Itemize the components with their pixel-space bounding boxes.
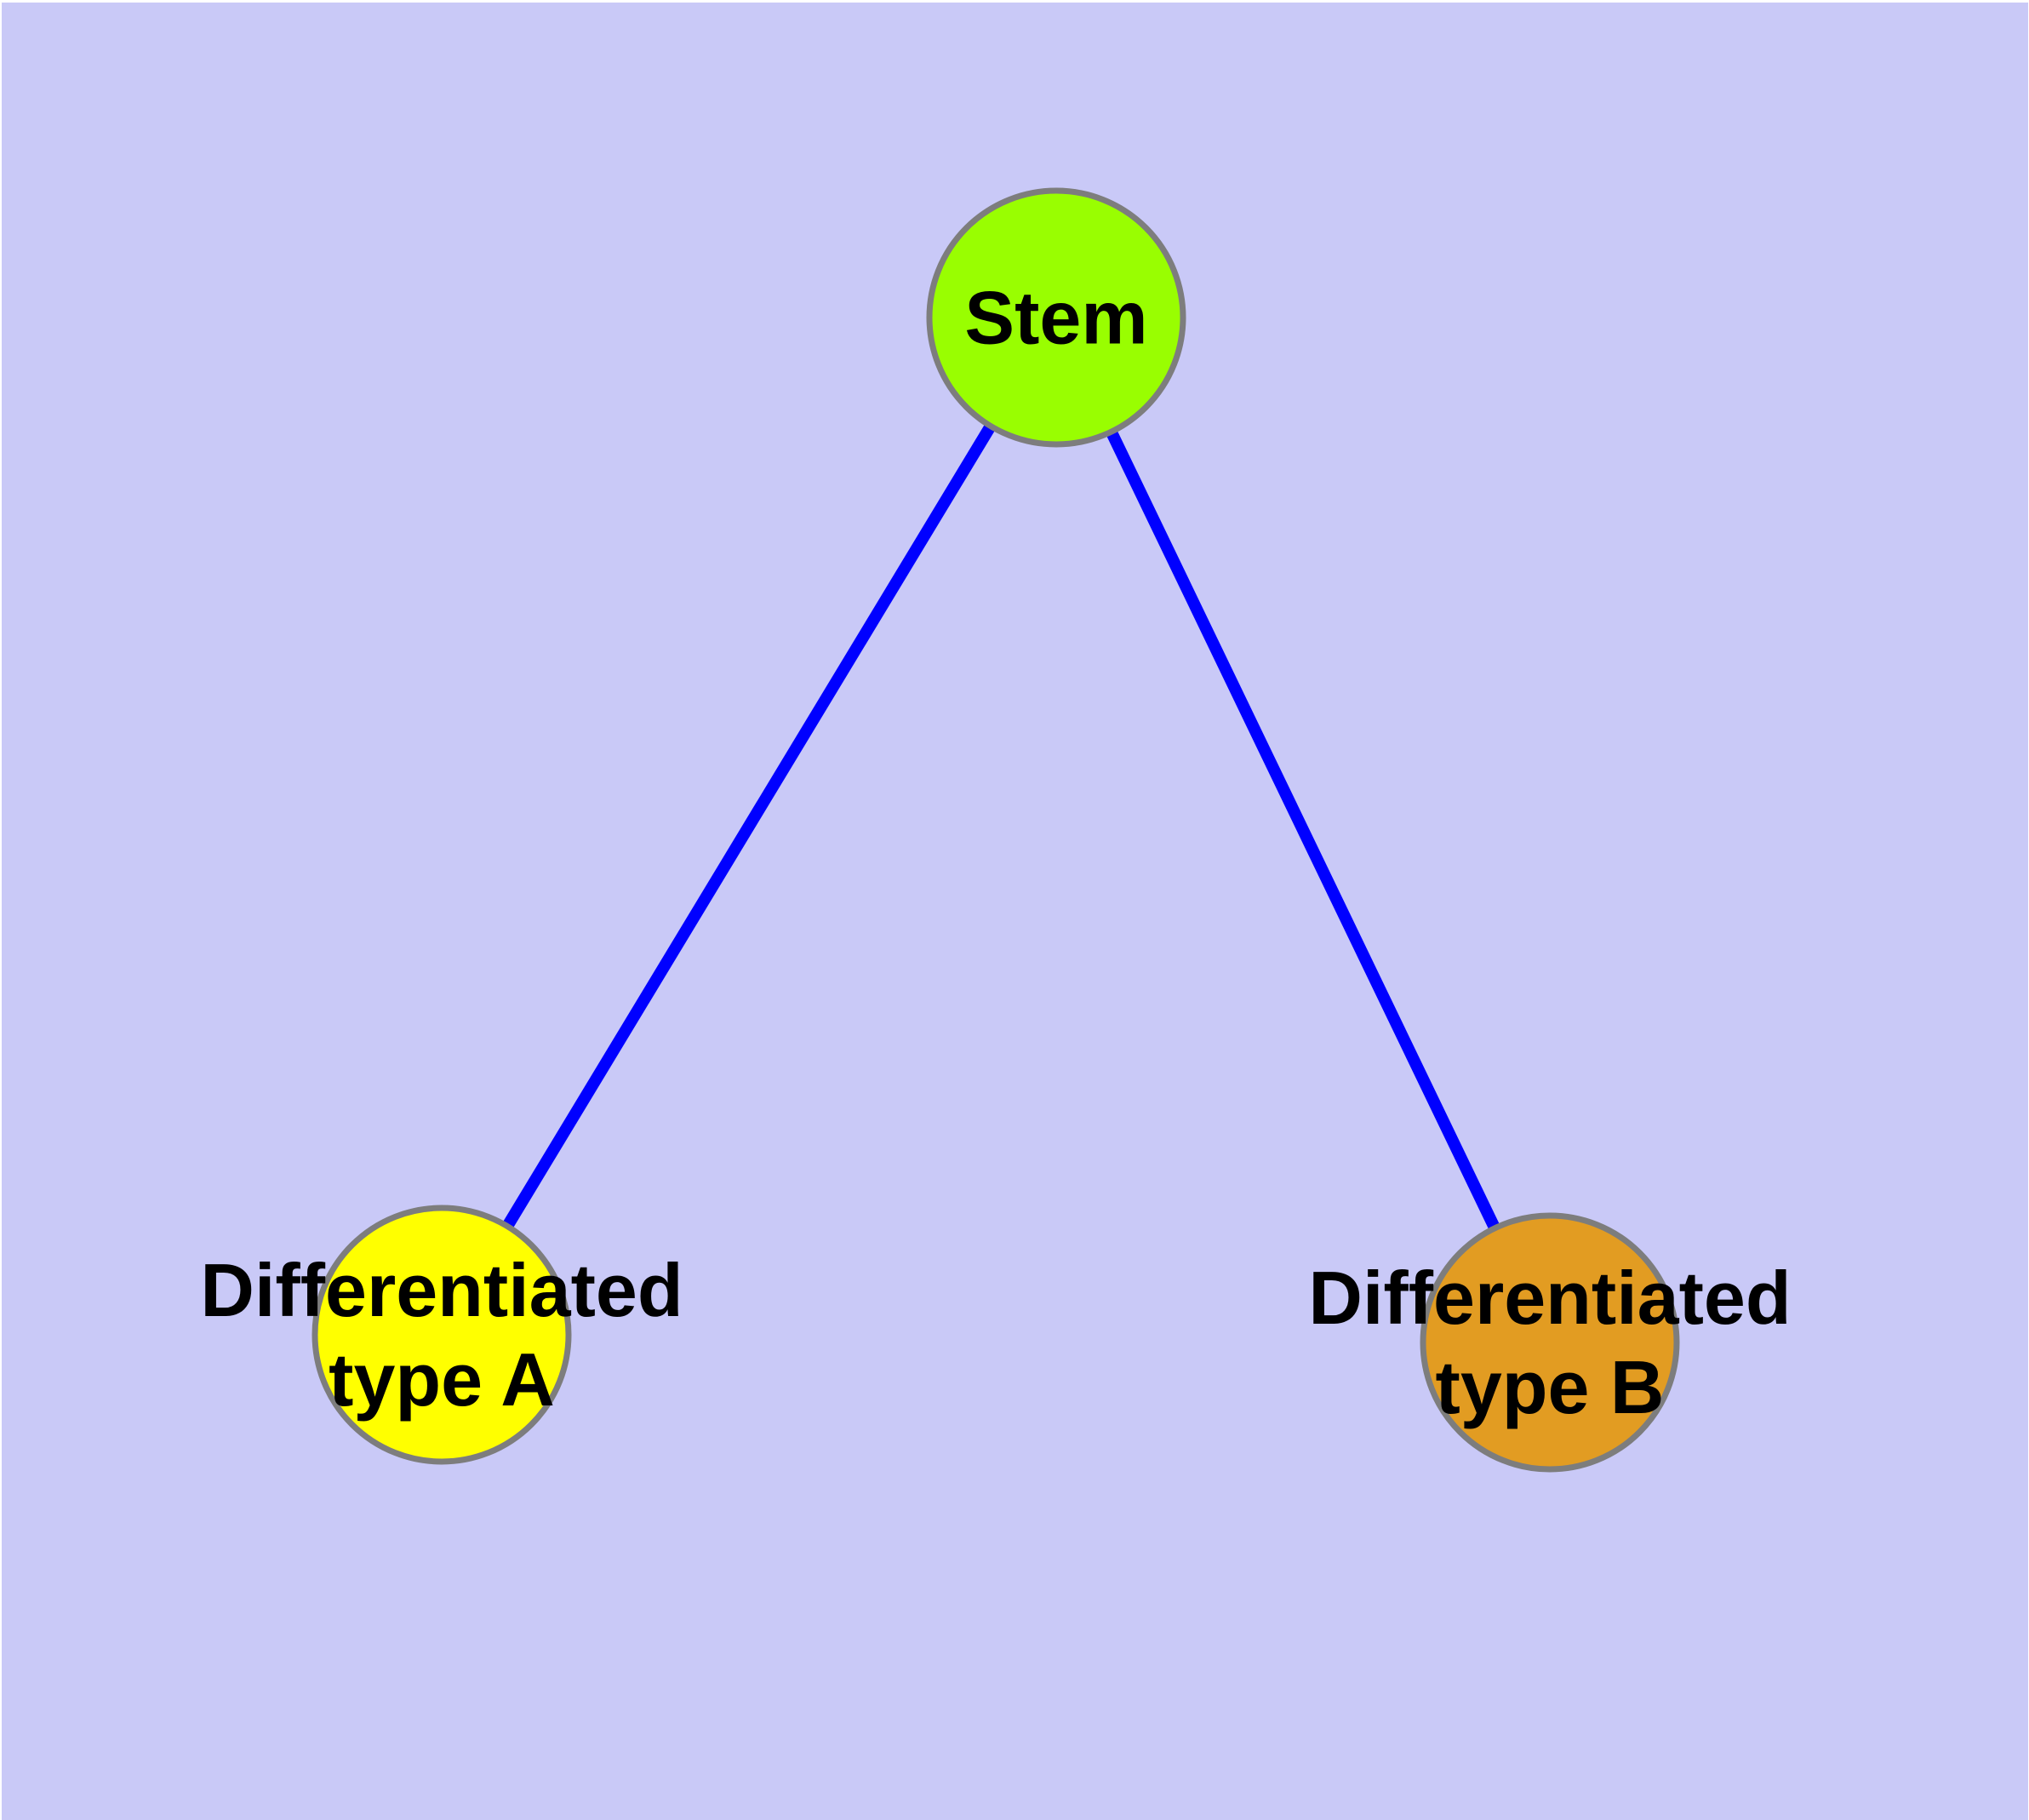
node-circle-type-b — [1420, 1212, 1680, 1473]
node-circle-stem — [926, 187, 1186, 448]
graph-canvas: Stem Differentiated type A Differentiate… — [2, 3, 2028, 1820]
edge-stem-to-type-a — [437, 314, 1061, 1338]
node-circle-type-a — [311, 1205, 572, 1465]
graph-svg — [311, 187, 1680, 1473]
edge-stem-to-type-b — [1050, 314, 1556, 1346]
